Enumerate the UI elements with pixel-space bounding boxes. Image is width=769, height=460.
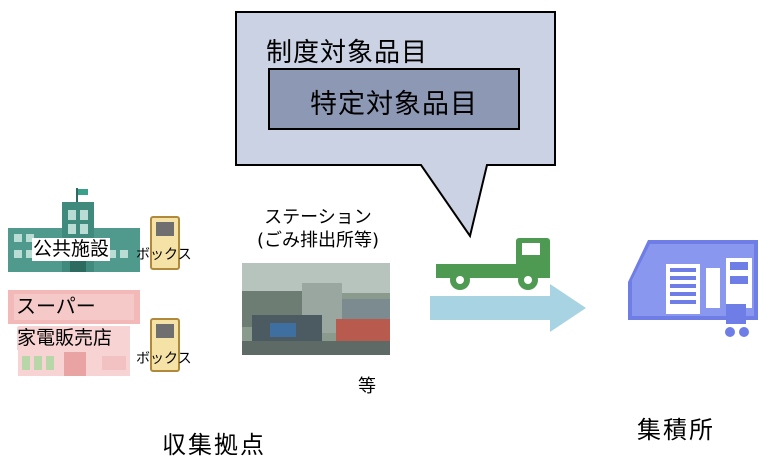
callout-inner-label: 特定対象品目	[310, 89, 478, 120]
electronics-store-label: 家電販売店	[17, 327, 113, 350]
warehouse-icon	[628, 240, 758, 337]
etc-label: 等	[358, 376, 376, 397]
flow-arrow	[430, 284, 586, 332]
callout-outer-label: 制度対象品目	[266, 38, 429, 68]
public-facility-label: 公共施設	[32, 238, 111, 261]
collection-points-label: 収集拠点	[162, 431, 266, 459]
public-building-icon	[8, 188, 140, 272]
station-label-line2: (ごみ排出所等)	[256, 230, 380, 251]
station-photo	[242, 263, 390, 355]
callout-inner-box: 特定対象品目	[268, 68, 520, 130]
supermarket-label: スーパー	[16, 294, 96, 318]
station-label-line1: ステーション	[264, 207, 372, 228]
collection-box-icon	[150, 216, 180, 270]
truck-icon	[436, 238, 550, 290]
station-label: ステーション (ごみ排出所等)	[238, 206, 398, 252]
box-label-1: ボックス	[136, 247, 192, 263]
collection-yard-label: 集積所	[637, 416, 715, 444]
collection-box-icon	[150, 318, 180, 372]
box-label-2: ボックス	[136, 351, 192, 367]
